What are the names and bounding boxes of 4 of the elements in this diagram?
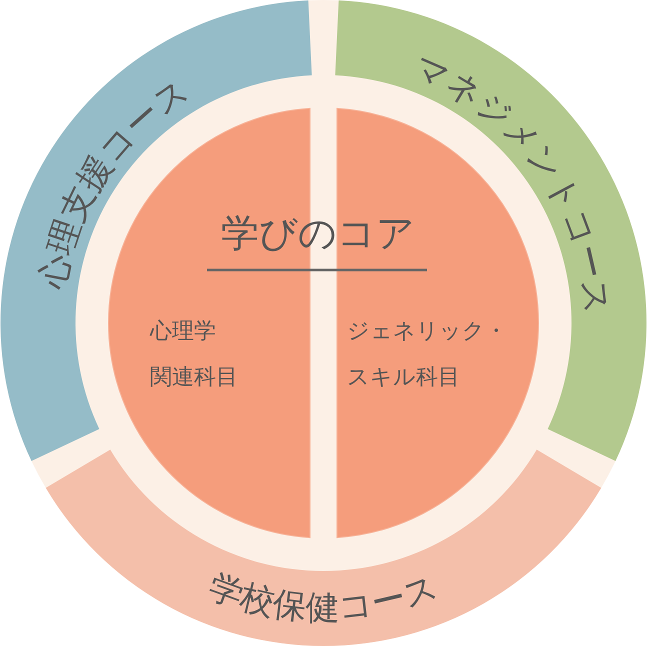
course-label: 学校保健コース — [203, 566, 444, 628]
course-label: 心理支援コース — [32, 70, 196, 292]
subject-label: ジェネリック・スキル科目 — [347, 319, 507, 390]
subject-label: 心理学関連科目 — [150, 319, 238, 390]
